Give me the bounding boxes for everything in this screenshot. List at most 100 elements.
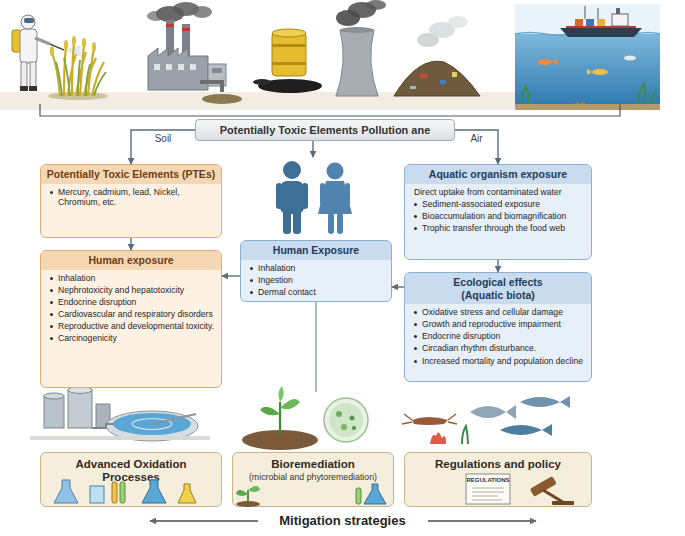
lab-flasks-part (120, 482, 125, 503)
human-figures-part (283, 210, 291, 234)
treatment-plant-part (44, 393, 64, 399)
human-figures-part (328, 213, 334, 234)
farmer-sprayer-part (35, 38, 50, 44)
waste-pile-part (410, 86, 416, 89)
lab-flasks-part (90, 486, 104, 503)
oil-barrel-part (272, 32, 306, 76)
cooling-tower-part (336, 30, 378, 96)
bullet-text: Cardiovascular and respiratory disorders (58, 309, 213, 319)
regulation-icons-part (543, 490, 566, 504)
oil-barrel-part (272, 62, 306, 65)
regulation-icons-part (466, 474, 510, 504)
lab-flasks (54, 480, 196, 503)
petri-dish-part (350, 416, 355, 421)
mitig-head-text: Bioremediation (233, 453, 393, 471)
treatment-plant-part (68, 390, 92, 428)
bullet-text: Increased mortality and population decli… (422, 356, 583, 366)
farmer-sprayer-part (29, 86, 37, 91)
human-figures-part (337, 213, 343, 234)
center-arrow (313, 141, 314, 157)
aquatic-life-part (470, 406, 506, 418)
ocean-scene-part (592, 69, 608, 75)
waste-pile-part (452, 72, 457, 77)
mitigation-box: Bioremediation(microbial and phytoremedi… (232, 452, 394, 507)
head-text: Aquatic organism exposure (405, 165, 591, 184)
bullet-item: Endocrine disruption (41, 297, 221, 307)
ocean-scene-part (575, 19, 583, 26)
petri-dish (324, 398, 368, 442)
aquatic-life-part (412, 417, 448, 425)
bullet-text: Trophic transfer through the food web (422, 223, 565, 233)
regulation-icons-part (530, 476, 557, 497)
aquatic-life-part (560, 396, 570, 408)
waste-pile-part (420, 74, 427, 78)
oil-barrel-part (272, 29, 306, 37)
mitig-head-text: Regulations and policy (405, 453, 591, 471)
bio-icons-part (247, 490, 249, 504)
farmer-sprayer-part (21, 15, 35, 29)
aquatic-life (402, 396, 570, 444)
bullet-item: Ingestion (241, 275, 391, 285)
crop-field-part (64, 40, 68, 50)
bullet-dot (414, 360, 417, 363)
factory-part (148, 48, 208, 90)
waste-pile (394, 16, 480, 96)
mitigation-arrows (150, 521, 536, 522)
bullet-item: Inhalation (241, 263, 391, 273)
lab-flasks-part (142, 480, 166, 503)
ocean-scene-part (612, 14, 628, 26)
banner-text-text: Potentially Toxic Elements Pollution ane (220, 124, 431, 136)
bullet-dot (250, 279, 253, 282)
mitigation-box: Regulations and policy (404, 452, 592, 507)
bullet-text: Endocrine disruption (58, 297, 136, 307)
bullet-dot (414, 347, 417, 350)
farmer-sprayer-part (20, 29, 37, 63)
center-stem-line (316, 302, 317, 392)
crop-field (48, 36, 108, 100)
bracket-line-part (40, 104, 620, 116)
human-figures-part (280, 181, 304, 214)
bullet-dot (50, 289, 53, 292)
bullet-dot (50, 337, 53, 340)
ocean-scene-part (560, 28, 642, 37)
waste-pile-part (440, 80, 446, 84)
oil-barrel-part (253, 79, 271, 85)
bullet-item: Growth and reproductive impairment (405, 319, 591, 329)
bullet-text: Circadian rhythm disturbance. (422, 343, 536, 353)
factory-part (178, 64, 184, 70)
bullet-text: Inhalation (58, 273, 95, 283)
crop-field-part (56, 58, 106, 96)
petri-dish-part (324, 398, 368, 442)
aquatic-exposure-panel: Aquatic organism exposureDirect uptake f… (404, 164, 592, 260)
cooling-tower-part (366, 0, 386, 10)
treatment-plant-part (30, 436, 210, 440)
bullet-text: Inhalation (258, 263, 295, 273)
petri-dish-part (352, 426, 356, 430)
soil-plant-part (279, 402, 281, 434)
farmer-sprayer-part (30, 62, 36, 87)
mitigation-box: Advanced Oxidation Processes (40, 452, 222, 507)
crop-field-part (50, 46, 54, 56)
bracket-line (40, 104, 620, 116)
regulation-icons (466, 474, 574, 505)
bio-icons-part (356, 488, 361, 504)
bio-icons-part (248, 486, 260, 492)
bullet-text: Dermal contact (258, 287, 316, 297)
factory-part (182, 28, 190, 31)
human-figures-part (276, 183, 282, 209)
bullet-dot (50, 277, 53, 280)
bullet-dot (414, 311, 417, 314)
human-effects-panel: Human exposureInhalationNephrotoxicity a… (40, 250, 222, 388)
bullet-item: Circadian rhythm disturbance. (405, 343, 591, 353)
bullet-item: Reproductive and developmental toxicity. (41, 321, 221, 331)
head-text: Ecological effects (Aquatic biota) (405, 273, 591, 304)
section-label: Mitigation strategies (0, 513, 685, 528)
petri-dish-part (336, 411, 342, 417)
aquatic-life-part (500, 425, 542, 435)
flow-arrow (497, 260, 498, 272)
center-stem-line-part (315, 302, 316, 392)
oil-barrel (253, 29, 322, 93)
waste-pile-part (448, 16, 468, 28)
cooling-tower (336, 0, 386, 96)
